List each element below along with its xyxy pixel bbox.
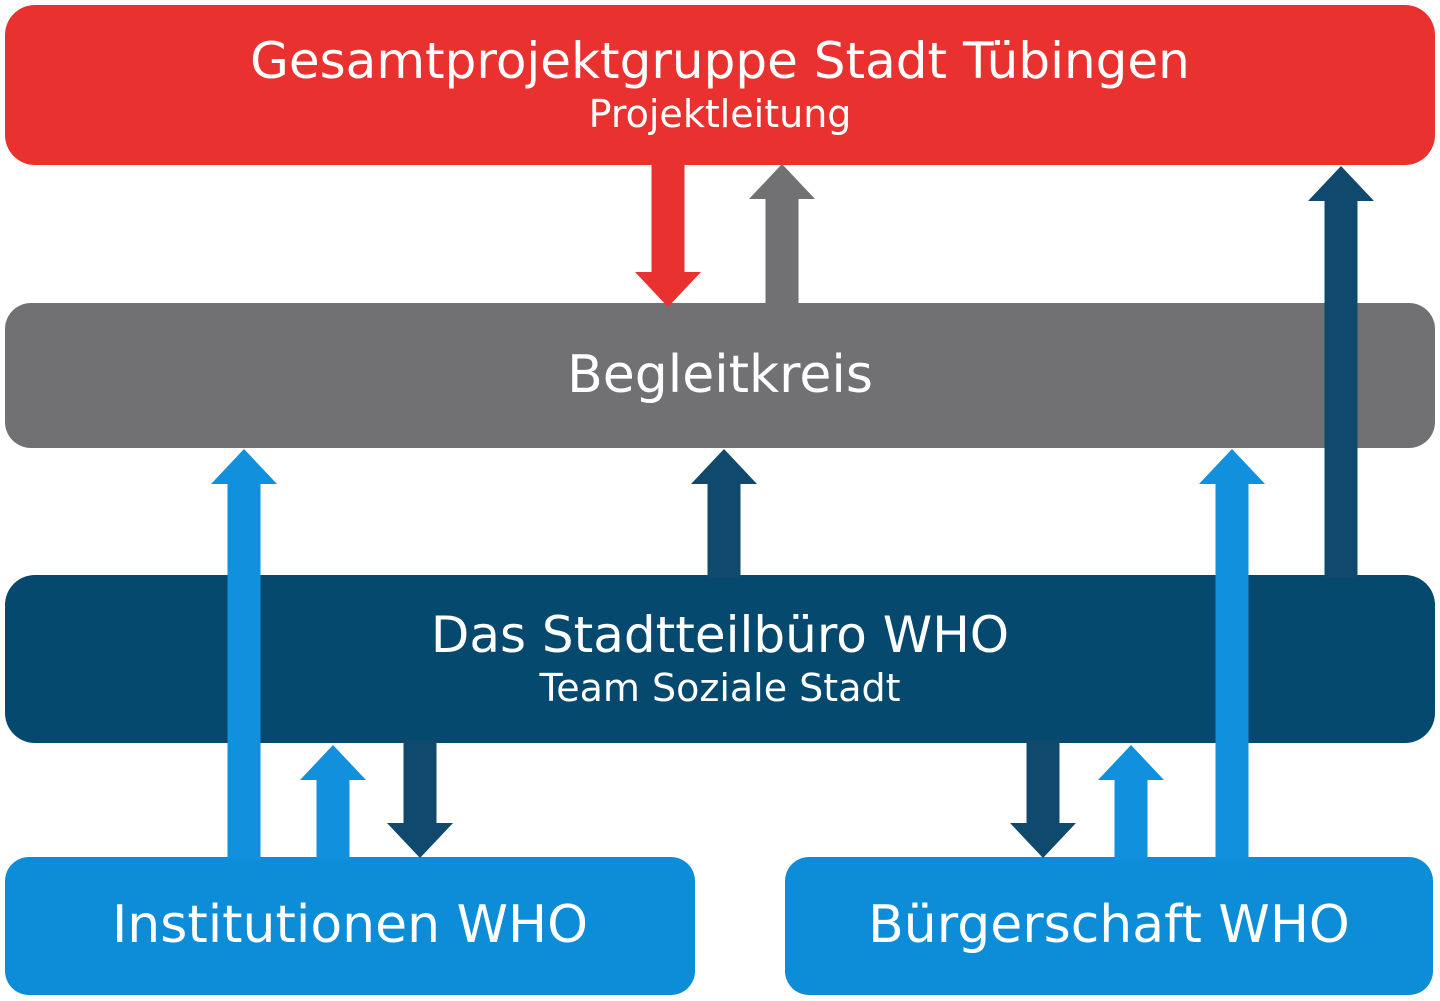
stadtteilbuero-title: Das Stadtteilbüro WHO (430, 605, 1010, 664)
begleitkreis-title: Begleitkreis (567, 344, 873, 405)
institutionen-title: Institutionen WHO (111, 895, 589, 956)
arrow-down-projektgruppe-to-begleitkreis (635, 163, 701, 307)
box-institutionen: Institutionen WHO (5, 857, 695, 995)
arrow-down-stadtteilbuero-to-buergerschaft (1010, 740, 1076, 858)
projektgruppe-title: Gesamtprojektgruppe Stadt Tübingen (250, 31, 1190, 90)
box-stadtteilbuero: Das Stadtteilbüro WHO Team Soziale Stadt (5, 575, 1435, 743)
box-projektgruppe: Gesamtprojektgruppe Stadt Tübingen Proje… (5, 5, 1435, 165)
box-begleitkreis: Begleitkreis (5, 303, 1435, 448)
arrow-up-stadtteilbuero-to-begleitkreis (691, 449, 757, 578)
buergerschaft-title: Bürgerschaft WHO (868, 895, 1350, 956)
box-buergerschaft: Bürgerschaft WHO (785, 857, 1433, 995)
stadtteilbuero-subtitle: Team Soziale Stadt (539, 665, 901, 710)
arrow-down-stadtteilbuero-to-institutionen (387, 740, 453, 858)
arrow-up-institutionen-to-stadtteilbuero (300, 745, 366, 860)
projektgruppe-subtitle: Projektleitung (588, 91, 852, 136)
arrow-up-buergerschaft-to-stadtteilbuero (1098, 745, 1164, 860)
arrow-up-begleitkreis-to-projektgruppe (749, 164, 815, 306)
